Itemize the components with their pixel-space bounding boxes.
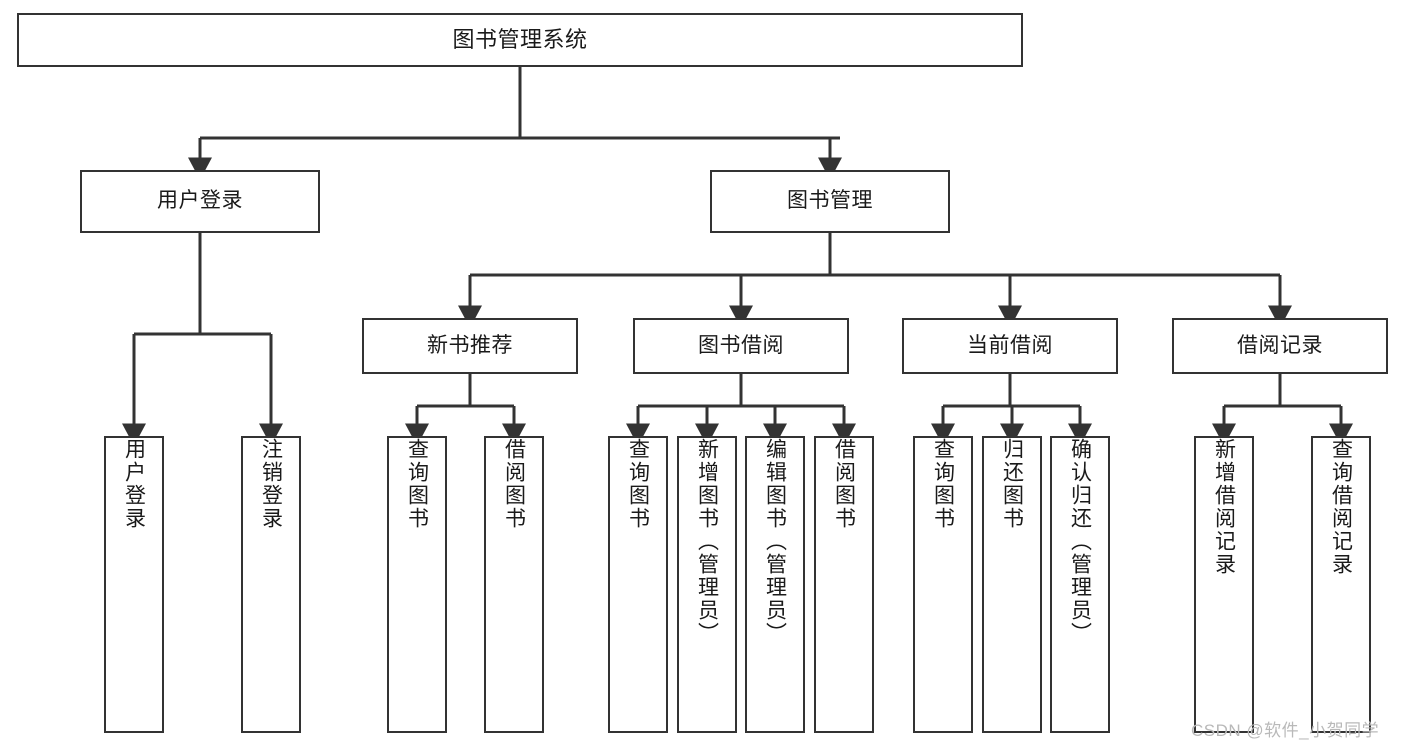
node-label: 查询图书 (405, 438, 429, 530)
leaf-query-book-recommend[interactable]: 查询图书 (387, 436, 447, 733)
node-label: 确认归还（管理员） (1068, 438, 1092, 645)
node-label: 归还图书 (1000, 438, 1024, 530)
node-label: 用户登录 (157, 189, 243, 213)
node-user-login[interactable]: 用户登录 (80, 170, 320, 233)
node-borrow-record[interactable]: 借阅记录 (1172, 318, 1388, 374)
node-label: 注销登录 (259, 438, 283, 530)
leaf-borrow-book[interactable]: 借阅图书 (814, 436, 874, 733)
node-book-management[interactable]: 图书管理 (710, 170, 950, 233)
node-label: 图书管理系统 (452, 27, 588, 53)
node-label: 新增图书（管理员） (695, 438, 719, 645)
leaf-query-borrow-record[interactable]: 查询借阅记录 (1311, 436, 1371, 733)
node-label: 借阅图书 (832, 438, 856, 530)
node-label: 图书借阅 (698, 333, 784, 357)
node-new-book-recommend[interactable]: 新书推荐 (362, 318, 578, 374)
node-label: 查询图书 (931, 438, 955, 530)
node-label: 新书推荐 (427, 333, 513, 357)
leaf-logout[interactable]: 注销登录 (241, 436, 301, 733)
node-book-borrow[interactable]: 图书借阅 (633, 318, 849, 374)
node-label: 当前借阅 (967, 333, 1053, 357)
leaf-confirm-return-admin[interactable]: 确认归还（管理员） (1050, 436, 1110, 733)
leaf-user-login[interactable]: 用户登录 (104, 436, 164, 733)
csdn-watermark: CSDN @软件_小贺同学 (1191, 721, 1380, 740)
node-label: 编辑图书（管理员） (763, 438, 787, 645)
leaf-borrow-book-recommend[interactable]: 借阅图书 (484, 436, 544, 733)
node-label: 借阅图书 (502, 438, 526, 530)
node-label: 查询借阅记录 (1329, 438, 1353, 576)
node-current-borrow[interactable]: 当前借阅 (902, 318, 1118, 374)
leaf-return-book[interactable]: 归还图书 (982, 436, 1042, 733)
node-label: 图书管理 (787, 189, 873, 213)
leaf-edit-book-admin[interactable]: 编辑图书（管理员） (745, 436, 805, 733)
node-label: 借阅记录 (1237, 333, 1323, 357)
leaf-query-book-current[interactable]: 查询图书 (913, 436, 973, 733)
leaf-add-book-admin[interactable]: 新增图书（管理员） (677, 436, 737, 733)
node-root-system[interactable]: 图书管理系统 (17, 13, 1023, 67)
leaf-query-book-borrow[interactable]: 查询图书 (608, 436, 668, 733)
node-label: 新增借阅记录 (1212, 438, 1236, 576)
node-label: 用户登录 (122, 438, 146, 530)
leaf-add-borrow-record[interactable]: 新增借阅记录 (1194, 436, 1254, 733)
node-label: 查询图书 (626, 438, 650, 530)
